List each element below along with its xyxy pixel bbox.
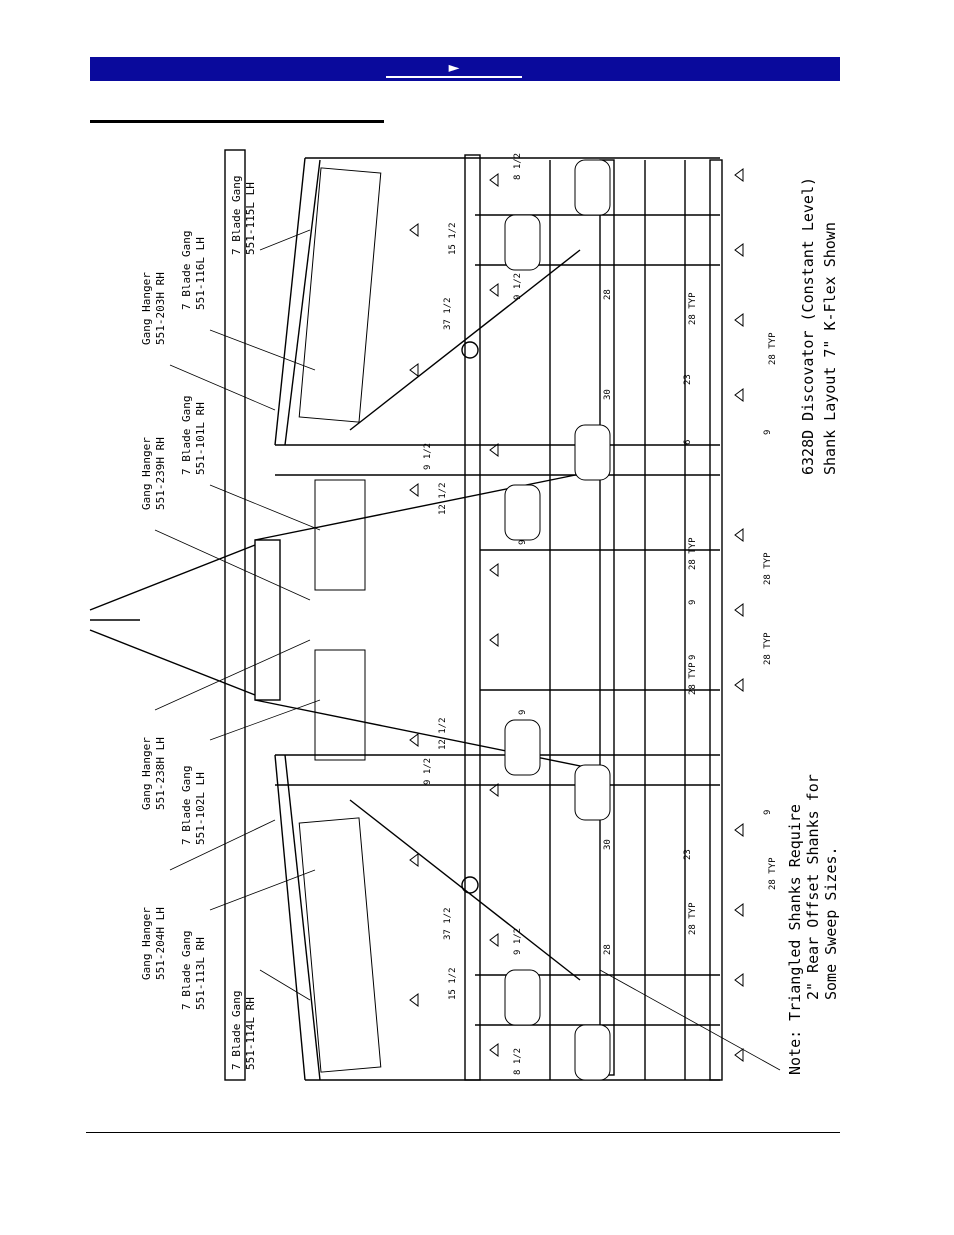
svg-text:7 Blade Gang: 7 Blade Gang (230, 176, 243, 255)
svg-text:551-203H RH: 551-203H RH (154, 272, 167, 345)
dimension-label: 23 (683, 374, 693, 385)
dimension-label: 9 (688, 655, 698, 660)
dimension-label: 9 1/2 (513, 273, 523, 300)
dimension-label: 28 TYP (763, 552, 773, 585)
next-page-link[interactable]: ► (386, 60, 522, 78)
svg-text:Gang Hanger: Gang Hanger (140, 737, 153, 810)
svg-text:6328D Discovator (Constant Lev: 6328D Discovator (Constant Level) (799, 177, 817, 475)
svg-text:Note: Triangled Shanks Requir: Note: Triangled Shanks Require (786, 804, 804, 1075)
svg-text:7 Blade Gang: 7 Blade Gang (180, 231, 193, 310)
dimension-label: 28 TYP (768, 332, 778, 365)
disc-gangs (298, 167, 382, 1073)
svg-text:7 Blade Gang: 7 Blade Gang (180, 396, 193, 475)
dimension-label: 15 1/2 (448, 967, 458, 1000)
dimension-label: 28 (603, 289, 613, 300)
dimension-label: 9 (763, 430, 773, 435)
svg-text:551-114L RH: 551-114L RH (244, 997, 257, 1070)
svg-text:7 Blade Gang: 7 Blade Gang (230, 991, 243, 1070)
svg-text:551-113L RH: 551-113L RH (194, 937, 207, 1010)
callout: Gang Hanger 551-238H LH (140, 639, 311, 810)
svg-text:551-115L LH: 551-115L LH (244, 182, 257, 255)
dimension-label: 9 (518, 710, 528, 715)
dimension-label: 9 1/2 (513, 928, 523, 955)
callout: 7 Blade Gang 551-115L LH (230, 176, 311, 255)
dimension-label: 30 (603, 389, 613, 400)
dimension-label: 23 (683, 849, 693, 860)
section-heading-rule (90, 120, 384, 123)
dimension-label: 9 1/2 (423, 443, 433, 470)
dimension-label: 28 TYP (688, 662, 698, 695)
svg-text:Gang Hanger: Gang Hanger (140, 907, 153, 980)
svg-text:551-204H LH: 551-204H LH (154, 907, 167, 980)
dimension-label: 37 1/2 (443, 907, 453, 940)
gauge-wheels (504, 159, 611, 1081)
dimension-label: 12 1/2 (438, 482, 448, 515)
svg-text:551-101L RH: 551-101L RH (194, 402, 207, 475)
svg-text:Shank Layout 7" K-Flex Sho: Shank Layout 7" K-Flex Shown (821, 222, 839, 475)
callout: 7 Blade Gang 551-114L RH (230, 969, 311, 1070)
dimension-label: 9 1/2 (423, 758, 433, 785)
dimension-label: 28 TYP (688, 292, 698, 325)
dimension-label: 28 (603, 944, 613, 955)
dimension-label: 28 TYP (688, 902, 698, 935)
svg-text:551-239H RH: 551-239H RH (154, 437, 167, 510)
shank-sweeps (409, 168, 744, 1062)
svg-text:7 Blade Gang: 7 Blade Gang (180, 766, 193, 845)
svg-text:Some Sweep Sizes.: Some Sweep Sizes. (822, 846, 840, 1000)
dimension-label: 28 TYP (768, 857, 778, 890)
dimension-label: 6 (683, 440, 693, 445)
svg-text:551-102L LH: 551-102L LH (194, 772, 207, 845)
svg-text:Gang Hanger: Gang Hanger (140, 437, 153, 510)
dimension-labels: 8 1/2 15 1/2 9 1/2 37 1/2 28 30 23 28 TY… (423, 153, 778, 1075)
callout: 7 Blade Gang 551-113L RH (180, 869, 316, 1010)
dimension-label: 30 (603, 839, 613, 850)
svg-text:7 Blade Gang: 7 Blade Gang (180, 931, 193, 1010)
svg-text:Gang Hanger: Gang Hanger (140, 272, 153, 345)
svg-text:551-238H LH: 551-238H LH (154, 737, 167, 810)
part-callouts: 7 Blade Gang 551-115L LH 7 Blade Gang 55… (140, 176, 321, 1070)
callout: Gang Hanger 551-204H LH (140, 819, 276, 980)
dimension-label: 9 (763, 810, 773, 815)
top-navigation-bar: ► (90, 57, 840, 81)
dimension-label: 9 (688, 600, 698, 605)
callout: 7 Blade Gang 551-102L LH (180, 699, 321, 845)
callout: Gang Hanger 551-239H RH (140, 437, 311, 601)
callout: Gang Hanger 551-203H RH (140, 272, 276, 411)
dimension-label: 28 TYP (688, 537, 698, 570)
dimension-label: 8 1/2 (513, 153, 523, 180)
dimension-label: 28 TYP (763, 632, 773, 665)
footer-rule (86, 1132, 840, 1133)
dimension-label: 12 1/2 (438, 717, 448, 750)
triangled-shanks-note: Note: Triangled Shanks Require 2" Rear O… (599, 774, 840, 1075)
dimension-label: 9 (518, 540, 528, 545)
dimension-label: 8 1/2 (513, 1048, 523, 1075)
dimension-label: 37 1/2 (443, 297, 453, 330)
callout: 7 Blade Gang 551-101L RH (180, 396, 321, 531)
dimension-label: 15 1/2 (448, 222, 458, 255)
svg-text:551-116L LH: 551-116L LH (194, 237, 207, 310)
svg-text:2" Rear Offset Shanks for: 2" Rear Offset Shanks for (804, 774, 822, 1000)
shank-layout-drawing: 8 1/2 15 1/2 9 1/2 37 1/2 28 30 23 28 TY… (89, 149, 840, 1081)
drawing-title: 6328D Discovator (Constant Level) Shank … (799, 177, 839, 475)
callout: 7 Blade Gang 551-116L LH (180, 231, 316, 371)
